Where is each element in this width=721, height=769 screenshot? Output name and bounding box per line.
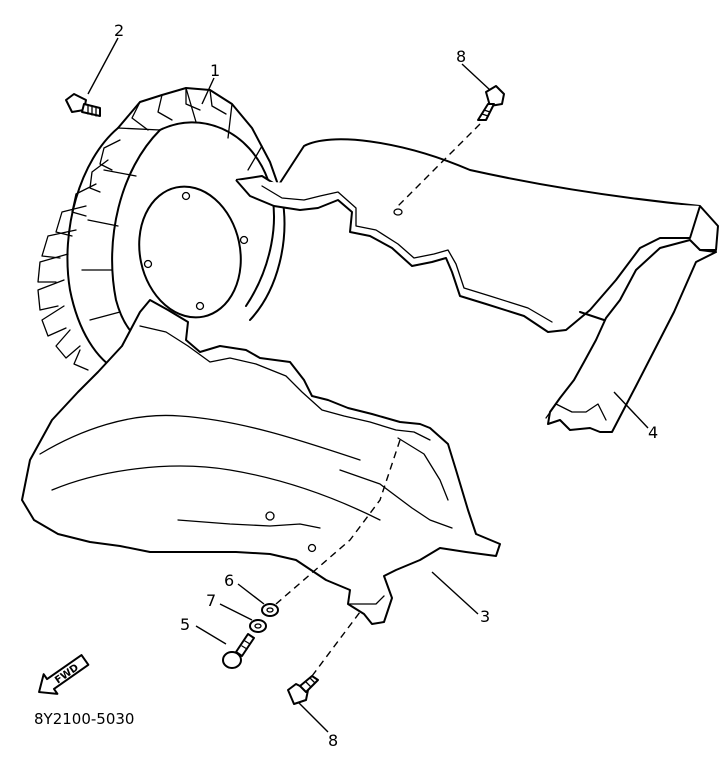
leader-8-bottom: [297, 701, 329, 733]
leader-7: [219, 603, 253, 621]
callout-1: 1: [210, 61, 220, 80]
washer-part-7: [249, 619, 267, 633]
flywheel-fan-part: [37, 87, 286, 373]
assembly-line-lower-screw: [275, 439, 401, 605]
leader-4: [613, 391, 649, 429]
assembly-line-top-bolt: [395, 123, 481, 209]
callout-5: 5: [180, 615, 190, 634]
lower-air-shroud-part: [21, 299, 501, 625]
leader-8-top: [461, 63, 491, 91]
callout-8-top: 8: [456, 47, 466, 66]
washer-part-6: [261, 603, 279, 617]
assembly-line-bottom-bolt: [311, 611, 361, 677]
bolt-part-5: [222, 633, 255, 669]
callout-8-bottom: 8: [328, 731, 338, 750]
callout-4: 4: [648, 423, 658, 442]
leader-1: [201, 77, 215, 105]
drawing-code: 8Y2100-5030: [34, 710, 134, 728]
bolt-part-2: [65, 93, 101, 117]
bolt-part-8-top: [477, 85, 505, 121]
callout-2: 2: [114, 21, 124, 40]
fan-outer-ring: [66, 127, 121, 373]
fan-hub-bore: [138, 185, 242, 319]
leader-3: [431, 571, 479, 615]
callout-6: 6: [224, 571, 234, 590]
bolt-part-8-bottom: [287, 675, 319, 705]
fan-fins: [37, 87, 283, 371]
callout-3: 3: [480, 607, 490, 626]
leader-6: [237, 583, 265, 605]
leader-2: [87, 37, 119, 95]
upper-air-shroud-part: [235, 138, 719, 433]
callout-7: 7: [206, 591, 216, 610]
forward-arrow-icon: FWD: [38, 654, 90, 695]
leader-5: [195, 625, 227, 645]
